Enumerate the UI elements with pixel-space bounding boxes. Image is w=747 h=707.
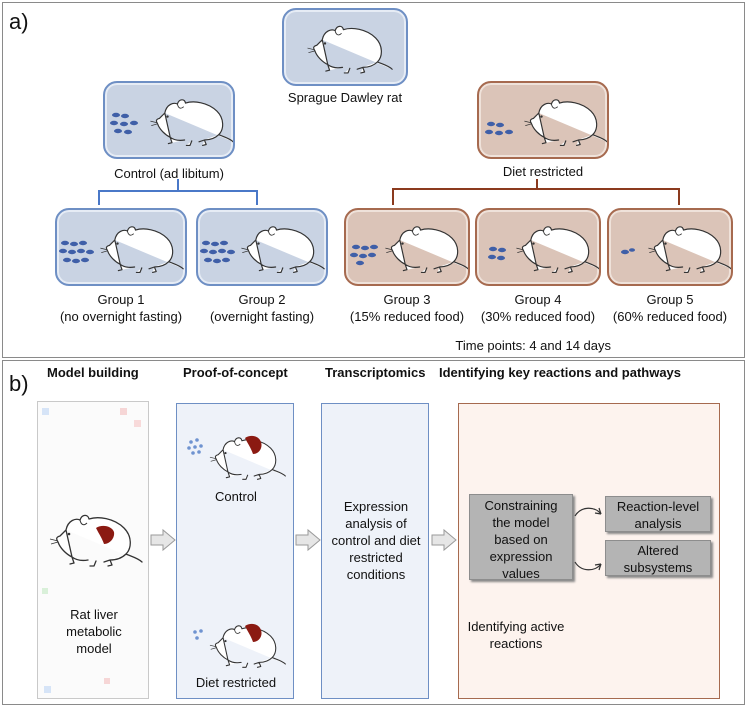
diet-restricted-rat-icon — [193, 623, 286, 668]
rat-liver-model-text: Rat liver metabolic model — [66, 607, 122, 656]
header-identifying-key: Identifying key reactions and pathways — [439, 365, 682, 380]
curved-arrows-icon — [574, 507, 602, 571]
decorative-square — [42, 408, 49, 415]
sprague-dawley-rat-box — [282, 8, 408, 86]
decorative-square — [42, 588, 48, 594]
sprague-dawley-caption: Sprague Dawley rat — [287, 90, 403, 105]
group-5-caption: Group 5(60% reduced food) — [612, 292, 728, 324]
rat-icon — [643, 220, 733, 278]
panel-b-label: b) — [9, 371, 29, 396]
arrow-icon — [150, 528, 176, 552]
rat-icon — [236, 220, 326, 278]
control-caption: Control (ad libitum) — [114, 166, 224, 181]
header-model-building: Model building — [47, 365, 139, 380]
food-pellets-icon — [350, 244, 378, 266]
arrow-icon — [295, 528, 321, 552]
proof-of-concept-column: Control Diet restricted — [176, 403, 294, 699]
decorative-square — [104, 678, 110, 684]
group-2-box — [196, 208, 328, 286]
panel-b: b) Model building Proof-of-concept Trans… — [2, 360, 745, 705]
group-4-caption: Group 4(30% reduced food) — [480, 292, 596, 324]
group-2-caption: Group 2(overnight fasting) — [209, 292, 315, 324]
reaction-level-box: Reaction-level analysis — [605, 496, 711, 532]
food-pellets-icon — [485, 121, 513, 136]
control-bracket — [98, 179, 680, 205]
rat-liver-icon — [49, 514, 143, 567]
decorative-square — [120, 408, 127, 415]
food-pellets-icon — [110, 112, 138, 135]
group-5-box — [607, 208, 733, 286]
identifying-active-reactions-text: Identifying active reactions — [467, 619, 565, 651]
control-rat-icon — [187, 435, 286, 480]
transcriptomics-column: Expression analysis of control and diet … — [321, 403, 429, 699]
diet-restricted-label: Diet restricted — [195, 675, 277, 690]
expression-analysis-text: Expression analysis of control and diet … — [331, 499, 421, 582]
timepoints-text: Time points: 4 and 14 days — [455, 338, 611, 353]
decorative-square — [44, 686, 51, 693]
constraining-model-box: Constraining the model based on expressi… — [469, 494, 573, 581]
model-building-column: Rat liver metabolic model — [37, 401, 149, 699]
rat-icon — [95, 220, 185, 278]
altered-subsystems-box: Altered subsystems — [605, 540, 711, 576]
food-pellets-icon — [59, 240, 94, 264]
panel-a-label: a) — [9, 9, 29, 34]
control-box — [103, 81, 235, 159]
decorative-square — [134, 420, 141, 427]
rat-icon — [380, 220, 470, 278]
panel-a: a) Sprague Dawley rat Control (ad libitu… — [2, 2, 745, 358]
arrow-icon — [431, 528, 457, 552]
food-pellets-icon — [621, 248, 635, 255]
group-1-box — [55, 208, 187, 286]
diet-restricted-box — [477, 81, 609, 159]
group-3-caption: Group 3(15% reduced food) — [349, 292, 465, 324]
group-1-caption: Group 1(no overnight fasting) — [59, 292, 183, 324]
key-reactions-column: Constraining the model based on expressi… — [458, 403, 720, 699]
header-proof-of-concept: Proof-of-concept — [183, 365, 288, 380]
food-pellets-icon — [200, 240, 235, 264]
header-transcriptomics: Transcriptomics — [325, 365, 426, 380]
group-4-box — [475, 208, 601, 286]
rat-icon — [511, 220, 601, 278]
group-3-box — [344, 208, 470, 286]
diet-restricted-caption: Diet restricted — [502, 164, 584, 179]
food-pellets-icon — [488, 246, 506, 261]
control-label: Control — [215, 489, 257, 504]
